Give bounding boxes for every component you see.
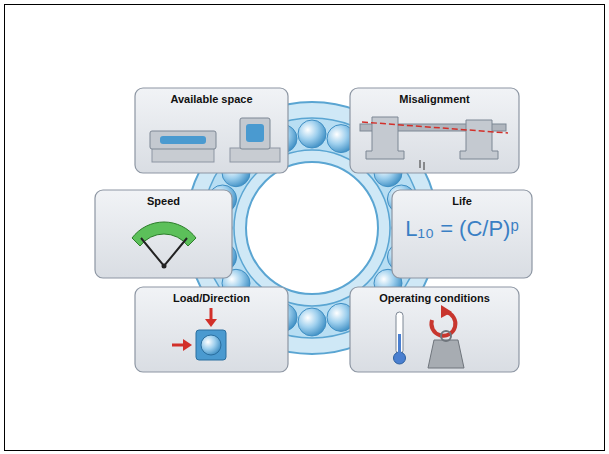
speed-gauge-icon <box>132 222 196 269</box>
load-direction-icon <box>172 308 226 360</box>
box-title: Misalignment <box>350 93 519 105</box>
box-shapes <box>95 88 532 372</box>
box-title: Operating conditions <box>350 292 519 304</box>
operating-conditions-icon <box>394 305 465 368</box>
misalignment-icon <box>360 117 508 170</box>
bearing-ball <box>298 308 326 336</box>
box-title: Life <box>392 195 532 207</box>
box-title: Speed <box>95 195 232 207</box>
box-title: Available space <box>135 93 288 105</box>
life-formula: L₁₀ = (C/P)ᵖ <box>392 216 532 242</box>
bearing-ball <box>298 120 326 148</box>
factor-box: LifeL₁₀ = (C/P)ᵖ <box>392 190 532 278</box>
factor-box: Speed <box>95 190 232 278</box>
factor-box: Operating conditions <box>350 287 519 372</box>
box-title: Load/Direction <box>135 292 288 304</box>
factor-box: Load/Direction <box>135 287 288 372</box>
factor-box: Available space <box>135 88 288 173</box>
factor-box: Misalignment <box>350 88 519 173</box>
space-icon <box>150 118 280 162</box>
